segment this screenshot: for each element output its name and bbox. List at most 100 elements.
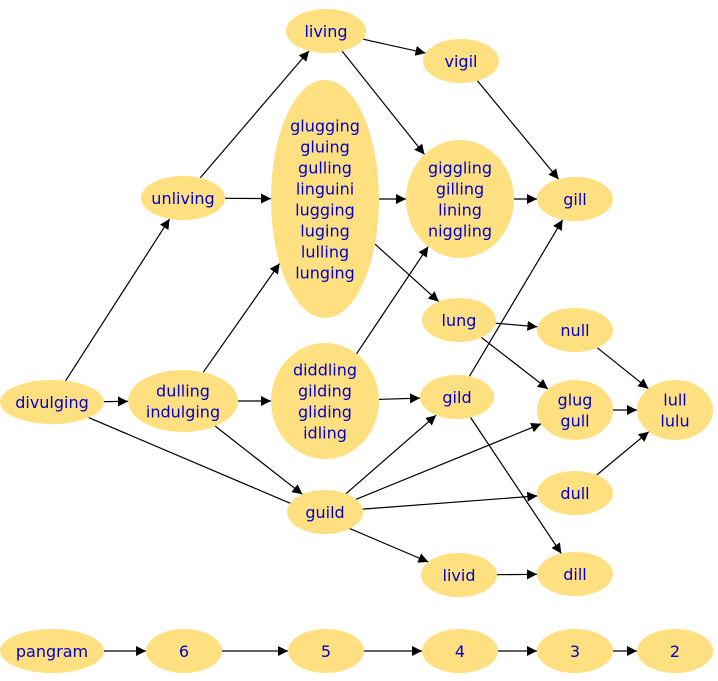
node-label: 3 — [570, 642, 580, 661]
node-dull: dull — [537, 471, 613, 515]
node-ellipse — [537, 471, 613, 515]
node-label: luging — [300, 222, 349, 241]
node-ellipse — [141, 176, 225, 220]
node-label: diddling — [293, 361, 357, 380]
node-gill: gill — [537, 177, 613, 221]
node-n6: 6 — [146, 629, 222, 673]
node-label: gluing — [300, 138, 349, 157]
edge-dulling-to-guild — [214, 425, 303, 495]
node-ellipse — [537, 629, 613, 673]
node-ellipse — [271, 343, 379, 459]
node-n3: 3 — [537, 629, 613, 673]
edge-guild-to-gild — [345, 414, 437, 495]
edge-diddling-to-giggling — [356, 246, 429, 355]
node-label: dull — [560, 484, 589, 503]
node-n4: 4 — [422, 629, 498, 673]
node-label: lulu — [660, 412, 689, 431]
edge-guild-to-dull — [362, 491, 538, 510]
edge-dull-to-lull — [596, 431, 650, 476]
edge-diddling-to-gild — [378, 393, 421, 404]
node-label: gild — [442, 388, 471, 407]
node-label: giggling — [428, 159, 492, 178]
node-label: vigil — [445, 52, 478, 71]
edge-unliving-to-living — [199, 50, 310, 179]
node-n2: 2 — [637, 629, 713, 673]
node-label: 5 — [321, 642, 331, 661]
node-ellipse — [421, 553, 497, 597]
node-label: gull — [560, 412, 589, 431]
node-label: 6 — [179, 642, 189, 661]
node-label: lulling — [301, 243, 349, 262]
node-ellipse — [637, 629, 713, 673]
node-null: null — [537, 308, 613, 352]
node-lung: lung — [422, 298, 496, 342]
node-ellipse — [637, 380, 713, 440]
node-label: linguini — [296, 180, 354, 199]
node-ellipse — [0, 380, 104, 424]
node-ellipse — [288, 629, 364, 673]
node-label: glug — [558, 391, 593, 410]
edge-divulging-to-livid — [88, 417, 429, 563]
node-label: lining — [438, 201, 482, 220]
node-label: divulging — [15, 393, 89, 412]
node-glug: glug gull — [537, 380, 613, 440]
node-label: livid — [443, 566, 476, 585]
node-divulging: divulging — [0, 380, 104, 424]
node-ellipse — [286, 9, 366, 53]
node-ellipse — [537, 552, 613, 596]
node-gild: gild — [420, 375, 494, 419]
edge-lung-to-null — [495, 320, 538, 331]
node-label: unliving — [151, 189, 214, 208]
node-label: gill — [563, 190, 587, 209]
node-label: null — [560, 321, 589, 340]
nodes-layer: livingvigilunlivingglugginggluinggulling… — [0, 9, 713, 673]
node-label: niggling — [428, 222, 492, 241]
node-ellipse — [537, 177, 613, 221]
node-ellipse — [146, 629, 222, 673]
node-label: lugging — [295, 201, 355, 220]
node-label: gilling — [436, 180, 484, 199]
node-label: idling — [303, 424, 347, 443]
node-ellipse — [420, 375, 494, 419]
edge-living-to-giggling — [341, 50, 425, 155]
edge-vigil-to-gill — [476, 80, 560, 180]
node-n5: 5 — [288, 629, 364, 673]
edge-null-to-lull — [596, 347, 649, 390]
node-ellipse — [128, 370, 238, 432]
node-label: 4 — [455, 642, 465, 661]
node-ellipse — [287, 490, 363, 534]
node-label: lunging — [295, 264, 355, 283]
node-unliving: unliving — [141, 176, 225, 220]
node-label: dill — [563, 565, 587, 584]
node-pangram: pangram — [0, 629, 104, 673]
node-ellipse — [423, 39, 499, 83]
node-dill: dill — [537, 552, 613, 596]
node-ellipse — [537, 308, 613, 352]
node-lull: lull lulu — [637, 380, 713, 440]
node-livid: livid — [421, 553, 497, 597]
edge-gild-to-gill — [468, 219, 564, 377]
edge-divulging-to-unliving — [65, 218, 171, 382]
node-label: guild — [305, 503, 344, 522]
node-ellipse — [406, 140, 514, 258]
node-label: lull — [663, 391, 686, 410]
edge-bigset-to-lung — [374, 243, 440, 303]
node-label: dulling — [156, 382, 210, 401]
node-ellipse — [537, 380, 613, 440]
node-ellipse — [422, 629, 498, 673]
node-vigil: vigil — [423, 39, 499, 83]
node-label: lung — [442, 311, 477, 330]
node-giggling: giggling gilling lining niggling — [406, 140, 514, 258]
edge-dulling-to-bigset — [202, 263, 281, 373]
node-ellipse — [271, 80, 379, 318]
node-label: gliding — [298, 403, 352, 422]
node-label: gulling — [298, 159, 352, 178]
node-ellipse — [0, 629, 104, 673]
node-bigset: glugging gluing gulling linguini lugging lugi… — [271, 80, 379, 318]
edge-lung-to-glug — [481, 337, 549, 390]
node-label: glugging — [290, 117, 360, 136]
node-ellipse — [422, 298, 496, 342]
